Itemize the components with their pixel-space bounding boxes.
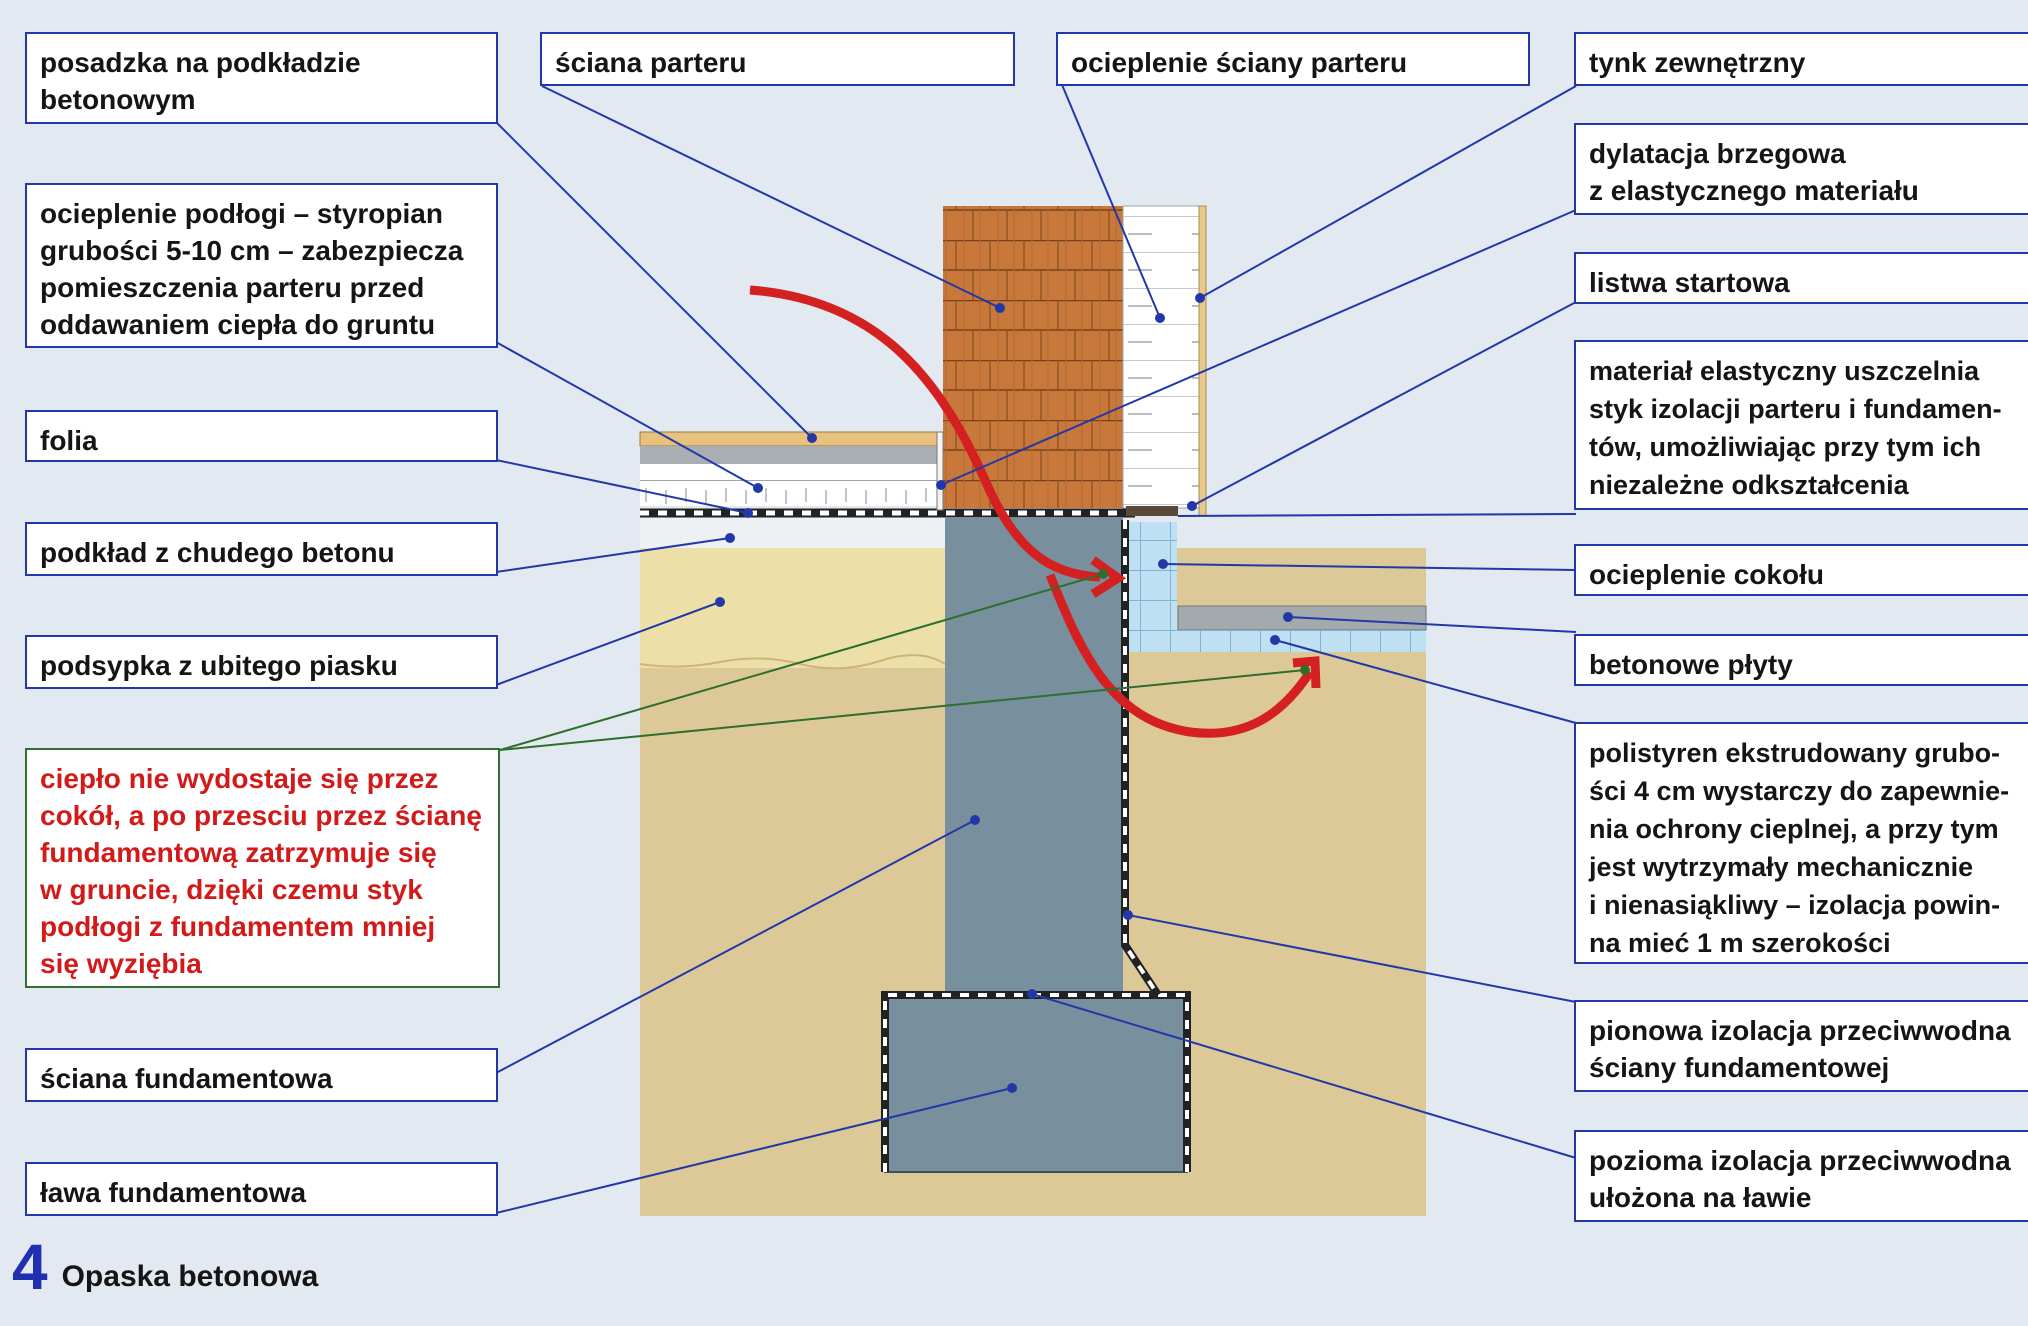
heat-arrow-upper [749,285,1101,582]
figure-number: 4 [12,1231,48,1303]
label-vertical-waterproofing: pionowa izolacja przeciwwodna ściany fun… [1574,1000,2028,1092]
dilatation-strip [936,431,944,511]
figure-caption: 4 Opaska betonowa [12,1231,319,1303]
label-floor: posadzka na podkładzie betonowym [25,32,498,124]
label-lean-concrete: podkład z chudego betonu [25,522,498,576]
lean-concrete [640,516,945,548]
footing-shape [884,991,1188,1173]
label-elastic-material: materiał elastyczny uszczelnia styk izol… [1574,340,2028,510]
wall-insulation [1122,205,1202,509]
label-wall-insulation: ocieplenie ściany parteru [1056,32,1530,86]
label-xps: polistyren ekstrudowany grubo- ści 4 cm … [1574,722,2028,964]
label-dilatation: dylatacja brzegowa z elastycznego materi… [1574,123,2028,215]
floor-insulation [640,464,940,506]
label-heat-note: ciepło nie wydostaje się przez cokół, a … [25,748,500,988]
vertical-waterproofing-line [1121,520,1162,998]
leader-lines [495,79,1577,1214]
label-floor-insulation: ocieplenie podłogi – styropian grubości … [25,183,498,348]
figure-title: Opaska betonowa [61,1260,319,1293]
floor-finish [639,431,941,447]
floor-screed [640,446,940,464]
label-plinth-insulation: ocieplenie cokołu [1574,544,2028,596]
foundation-wall-shape [945,518,1123,998]
label-horizontal-waterproofing: pozioma izolacja przeciwwodna ułożona na… [1574,1130,2028,1222]
label-starter-strip: listwa startowa [1574,252,2028,304]
label-concrete-slabs: betonowe płyty [1574,634,2028,686]
label-ext-plaster: tynk zewnętrzny [1574,32,2028,86]
label-footing: ława fundamentowa [25,1162,498,1216]
heat-arrow-lower [1045,573,1314,738]
heat-arrow-lower-head [1292,656,1321,689]
label-foundation-wall: ściana fundamentowa [25,1048,498,1102]
brick-wall [943,206,1123,508]
plinth-insulation [1129,522,1177,650]
label-foil: folia [25,410,498,462]
starter-strip [1126,506,1178,516]
note-leader-lines [499,569,1310,751]
sand-bed [640,548,945,668]
label-ground-wall: ściana parteru [540,32,1015,86]
label-sand-bed: podsypka z ubitego piasku [25,635,498,689]
exterior-plaster [1198,205,1207,517]
sand-boundary [639,654,946,670]
heat-arrow-upper-head [1090,556,1127,598]
